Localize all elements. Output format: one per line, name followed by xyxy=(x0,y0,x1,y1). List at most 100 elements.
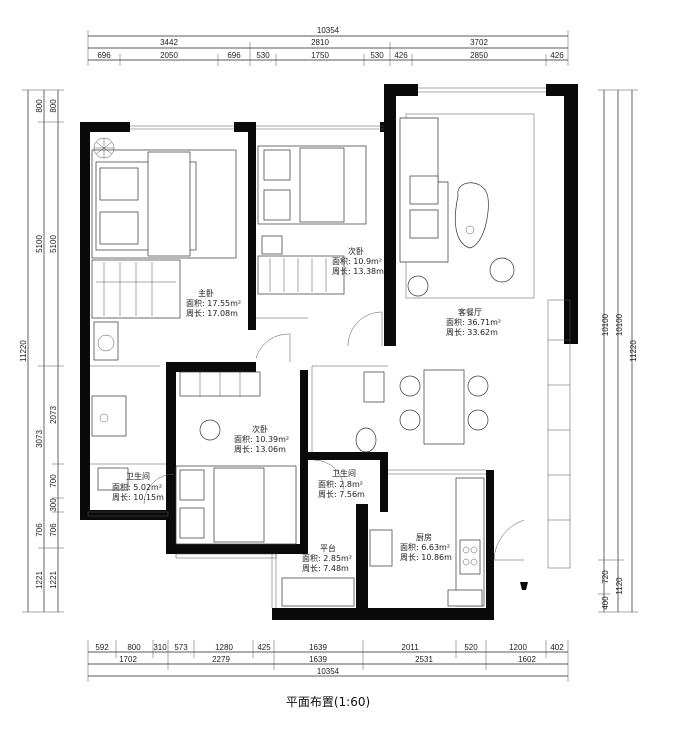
dim-bottom-small-4: 573 xyxy=(174,643,188,652)
dim-bottom-small-7: 1639 xyxy=(309,643,327,652)
inner-lines xyxy=(87,87,571,608)
bath1-sink xyxy=(91,395,127,437)
dim-left-outer-4: 706 xyxy=(35,523,44,537)
washing-machine xyxy=(93,321,119,361)
dim-left-inner-7: 1221 xyxy=(49,571,58,589)
room-name: 平台 xyxy=(320,543,336,553)
dim-left-inner-5: 300 xyxy=(49,498,58,512)
room-name: 主卧 xyxy=(198,288,214,298)
dim-bottom-small-11: 402 xyxy=(550,643,564,652)
dim-left-outer-3: 3073 xyxy=(35,430,44,448)
room-area: 面积: 6.63m² xyxy=(400,542,450,552)
room-name: 厨房 xyxy=(416,532,432,542)
plan-caption: 平面布置(1:60) xyxy=(286,695,370,709)
dim-left-outer-5: 1221 xyxy=(35,571,44,589)
dim-top-mid-3: 3702 xyxy=(470,38,488,47)
bath1-toilet xyxy=(97,467,129,491)
dim-top-small-3: 696 xyxy=(227,51,241,60)
coffee-table xyxy=(455,182,489,249)
dim-right-total: 11220 xyxy=(629,340,638,362)
room-bathroom-2: 卫生间 面积: 2.8m² 周长: 7.56m xyxy=(318,468,365,499)
dim-bottom-mid-5: 1602 xyxy=(518,655,536,664)
dim-bottom-small-9: 520 xyxy=(464,643,478,652)
room-platform: 平台 面积: 2.85m² 周长: 7.48m xyxy=(302,543,352,573)
room-perimeter: 周长: 7.48m xyxy=(302,563,349,573)
dim-bottom-small-8: 2011 xyxy=(401,643,419,652)
room-name: 次卧 xyxy=(252,424,268,434)
dim-top-small-2: 2050 xyxy=(160,51,178,60)
room-name: 客餐厅 xyxy=(458,307,482,317)
dim-right-outer-1: 10100 xyxy=(615,313,624,336)
dim-bottom-mid-1: 1702 xyxy=(119,655,137,664)
dim-bottom-mid-4: 2531 xyxy=(415,655,433,664)
dim-bottom-small-2: 800 xyxy=(127,643,141,652)
dim-top-small-5: 1750 xyxy=(311,51,329,60)
top-dimensions: 10354 3442 2810 3702 696 2050 696 530 17… xyxy=(87,26,569,66)
kitchen-sink xyxy=(369,529,393,567)
dim-right-inner-2: 720 xyxy=(601,570,610,584)
dim-top-small-6: 530 xyxy=(370,51,384,60)
room-name: 卫生间 xyxy=(126,471,150,481)
dim-bottom-total: 10354 xyxy=(317,667,340,676)
dim-right-outer-2: 1120 xyxy=(615,577,624,595)
room-perimeter: 周长: 10.15m xyxy=(112,492,164,502)
furniture xyxy=(91,113,535,607)
dim-top-total: 10354 xyxy=(317,26,340,35)
room-bathroom-1: 卫生间 面积: 5.02m² 周长: 10.15m xyxy=(112,471,164,502)
dim-top-small-8: 2850 xyxy=(470,51,488,60)
room-perimeter: 周长: 13.38m xyxy=(332,266,384,276)
dim-bottom-mid-3: 1639 xyxy=(309,655,327,664)
dim-left-inner-1: 800 xyxy=(49,99,58,113)
dim-left-inner-6: 706 xyxy=(49,523,58,537)
room-labels: 主卧 面积: 17.55m² 周长: 17.08m 次卧 面积: 10.9m² … xyxy=(112,246,501,573)
dim-right-inner-1: 10100 xyxy=(601,313,610,336)
dining-table xyxy=(423,369,465,445)
platform-unit xyxy=(281,577,355,607)
left-dimensions: 11220 800 5100 3073 706 1221 800 5100 20… xyxy=(19,89,64,613)
room-perimeter: 周长: 10.86m xyxy=(400,552,452,562)
room-name: 卫生间 xyxy=(332,468,356,478)
dim-left-inner-2: 5100 xyxy=(49,235,58,253)
room-perimeter: 周长: 13.06m xyxy=(234,444,286,454)
dim-right-inner-3: 400 xyxy=(601,596,610,610)
bath2-sink xyxy=(363,371,385,403)
room-area: 面积: 2.85m² xyxy=(302,553,352,563)
dim-bottom-mid-2: 2279 xyxy=(212,655,230,664)
room-perimeter: 周长: 33.62m xyxy=(446,327,498,337)
dim-bottom-small-5: 1280 xyxy=(215,643,233,652)
right-dimensions: 10100 720 400 10100 1120 11220 xyxy=(598,89,638,613)
room-perimeter: 周长: 17.08m xyxy=(186,308,238,318)
room-master-bedroom: 主卧 面积: 17.55m² 周长: 17.08m xyxy=(186,288,241,318)
room-name: 次卧 xyxy=(348,246,364,256)
room-area: 面积: 10.9m² xyxy=(332,256,382,266)
dim-left-total: 11220 xyxy=(19,340,28,362)
dim-top-mid-1: 3442 xyxy=(160,38,178,47)
bath2-toilet xyxy=(355,427,377,453)
dim-bottom-small-10: 1200 xyxy=(509,643,527,652)
room-area: 面积: 5.02m² xyxy=(112,482,162,492)
room-living-dining: 客餐厅 面积: 36.71m² 周长: 33.62m xyxy=(446,307,501,337)
dim-left-inner-3: 2073 xyxy=(49,406,58,424)
room-area: 面积: 17.55m² xyxy=(186,298,241,308)
dim-bottom-small-6: 425 xyxy=(257,643,271,652)
walls xyxy=(80,84,578,620)
room-area: 面积: 36.71m² xyxy=(446,317,501,327)
room-area: 面积: 10.39m² xyxy=(234,434,289,444)
dim-left-outer-2: 5100 xyxy=(35,235,44,253)
bottom-dimensions: 592 800 310 573 1280 425 1639 2011 520 1… xyxy=(87,640,569,682)
dim-top-small-7: 426 xyxy=(394,51,408,60)
room-kitchen: 厨房 面积: 6.63m² 周长: 10.86m xyxy=(400,532,452,562)
dim-bottom-small-3: 310 xyxy=(153,643,167,652)
dim-left-inner-4: 700 xyxy=(49,474,58,488)
dim-bottom-small-1: 592 xyxy=(95,643,109,652)
doors xyxy=(143,311,525,561)
room-area: 面积: 2.8m² xyxy=(318,479,363,489)
room-perimeter: 周长: 7.56m xyxy=(318,489,365,499)
dim-top-small-1: 696 xyxy=(97,51,111,60)
room-second-bedroom: 次卧 面积: 10.9m² 周长: 13.38m xyxy=(332,246,384,276)
dim-left-outer-1: 800 xyxy=(35,99,44,113)
dim-top-mid-2: 2810 xyxy=(311,38,329,47)
dim-top-small-4: 530 xyxy=(256,51,270,60)
room-third-bedroom: 次卧 面积: 10.39m² 周长: 13.06m xyxy=(234,424,289,454)
